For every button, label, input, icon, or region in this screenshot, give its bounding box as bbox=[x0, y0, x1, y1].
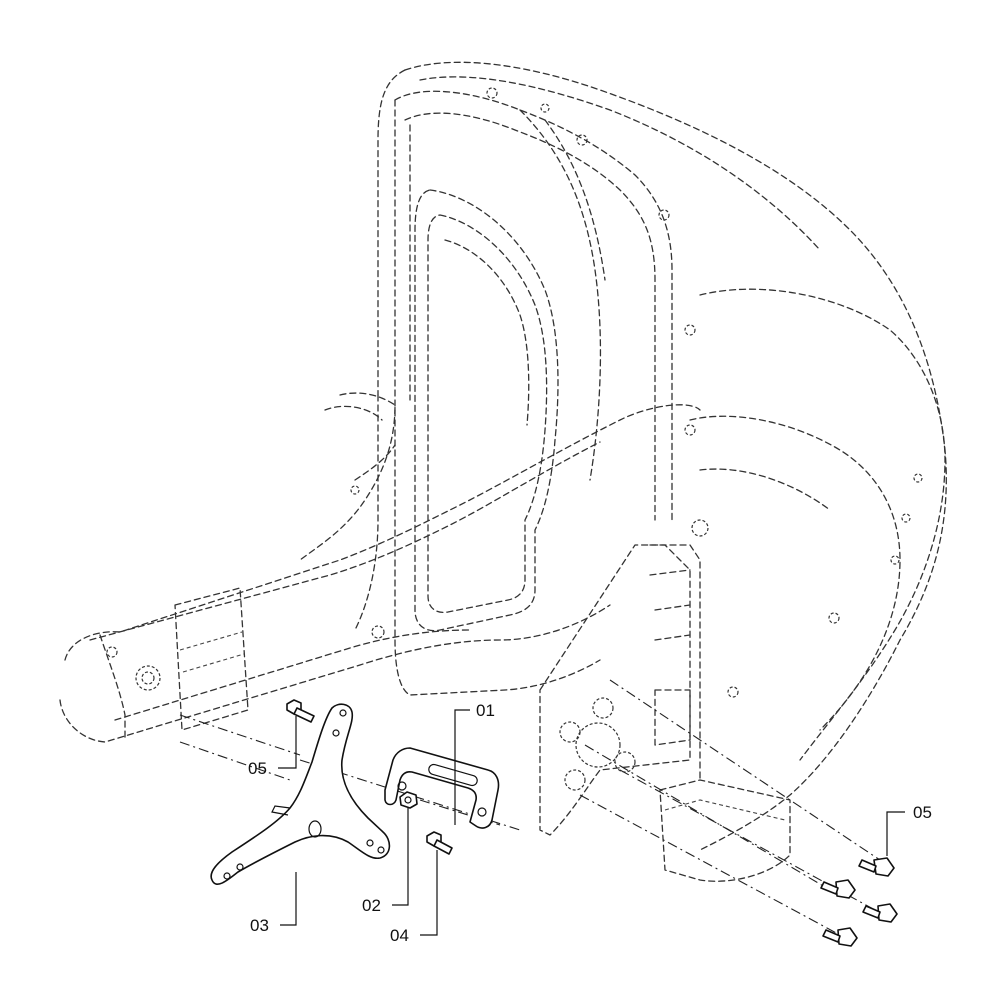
callout-03: 03 bbox=[250, 916, 269, 935]
bolt-05-left bbox=[286, 699, 315, 723]
mount-plate-03 bbox=[210, 703, 391, 885]
bolt-04 bbox=[426, 831, 453, 855]
frame-mount-plate-ghost bbox=[539, 544, 691, 836]
callout-05-right: 05 bbox=[913, 803, 932, 822]
callout-01: 01 bbox=[476, 701, 495, 720]
callout-05-left: 05 bbox=[248, 759, 267, 778]
bolt-05-right-group bbox=[820, 857, 898, 947]
bolt-05-right-4 bbox=[822, 927, 858, 947]
callout-04: 04 bbox=[390, 926, 409, 945]
frame-holes-ghost bbox=[106, 87, 923, 698]
callout-02: 02 bbox=[362, 896, 381, 915]
bolt-05-right-1 bbox=[858, 857, 895, 877]
leader-lines bbox=[278, 709, 905, 936]
bolt-05-right-3 bbox=[862, 903, 898, 923]
backpack-frame-ghost bbox=[59, 61, 947, 882]
bracket-01 bbox=[384, 747, 500, 829]
bolt-05-right-2 bbox=[820, 879, 856, 899]
nut-02 bbox=[399, 791, 418, 809]
